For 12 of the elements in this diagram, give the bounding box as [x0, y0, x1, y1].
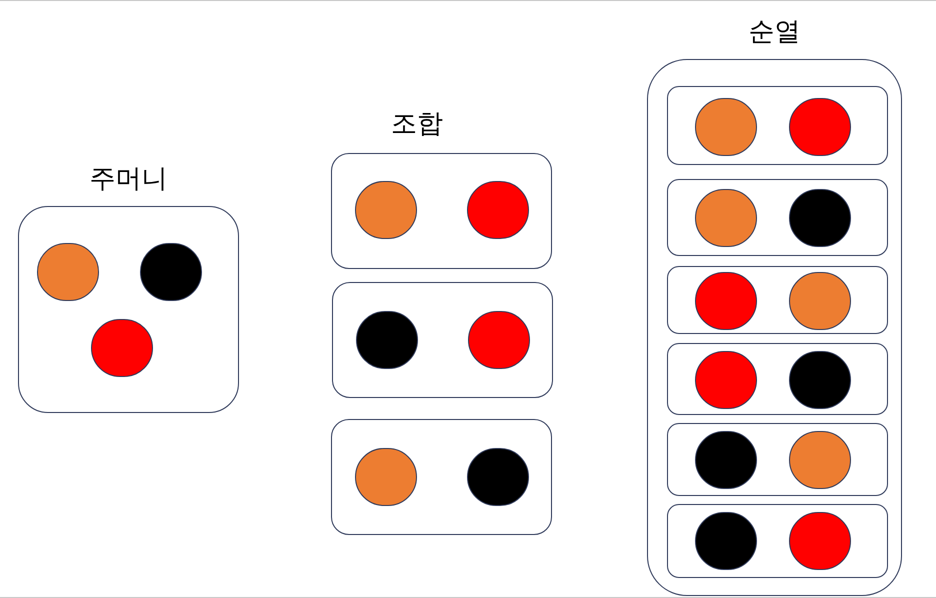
rounded-box	[667, 179, 888, 256]
rounded-box	[667, 343, 888, 415]
rounded-box	[667, 504, 888, 578]
rounded-box	[667, 423, 888, 496]
group-heading: 순열	[748, 16, 800, 49]
group-heading: 조합	[391, 108, 443, 141]
rounded-box	[667, 266, 888, 334]
rounded-box	[331, 153, 552, 269]
group-heading: 주머니	[90, 163, 168, 196]
rounded-box	[331, 419, 552, 535]
rounded-box	[332, 282, 553, 398]
rounded-box	[667, 86, 888, 165]
